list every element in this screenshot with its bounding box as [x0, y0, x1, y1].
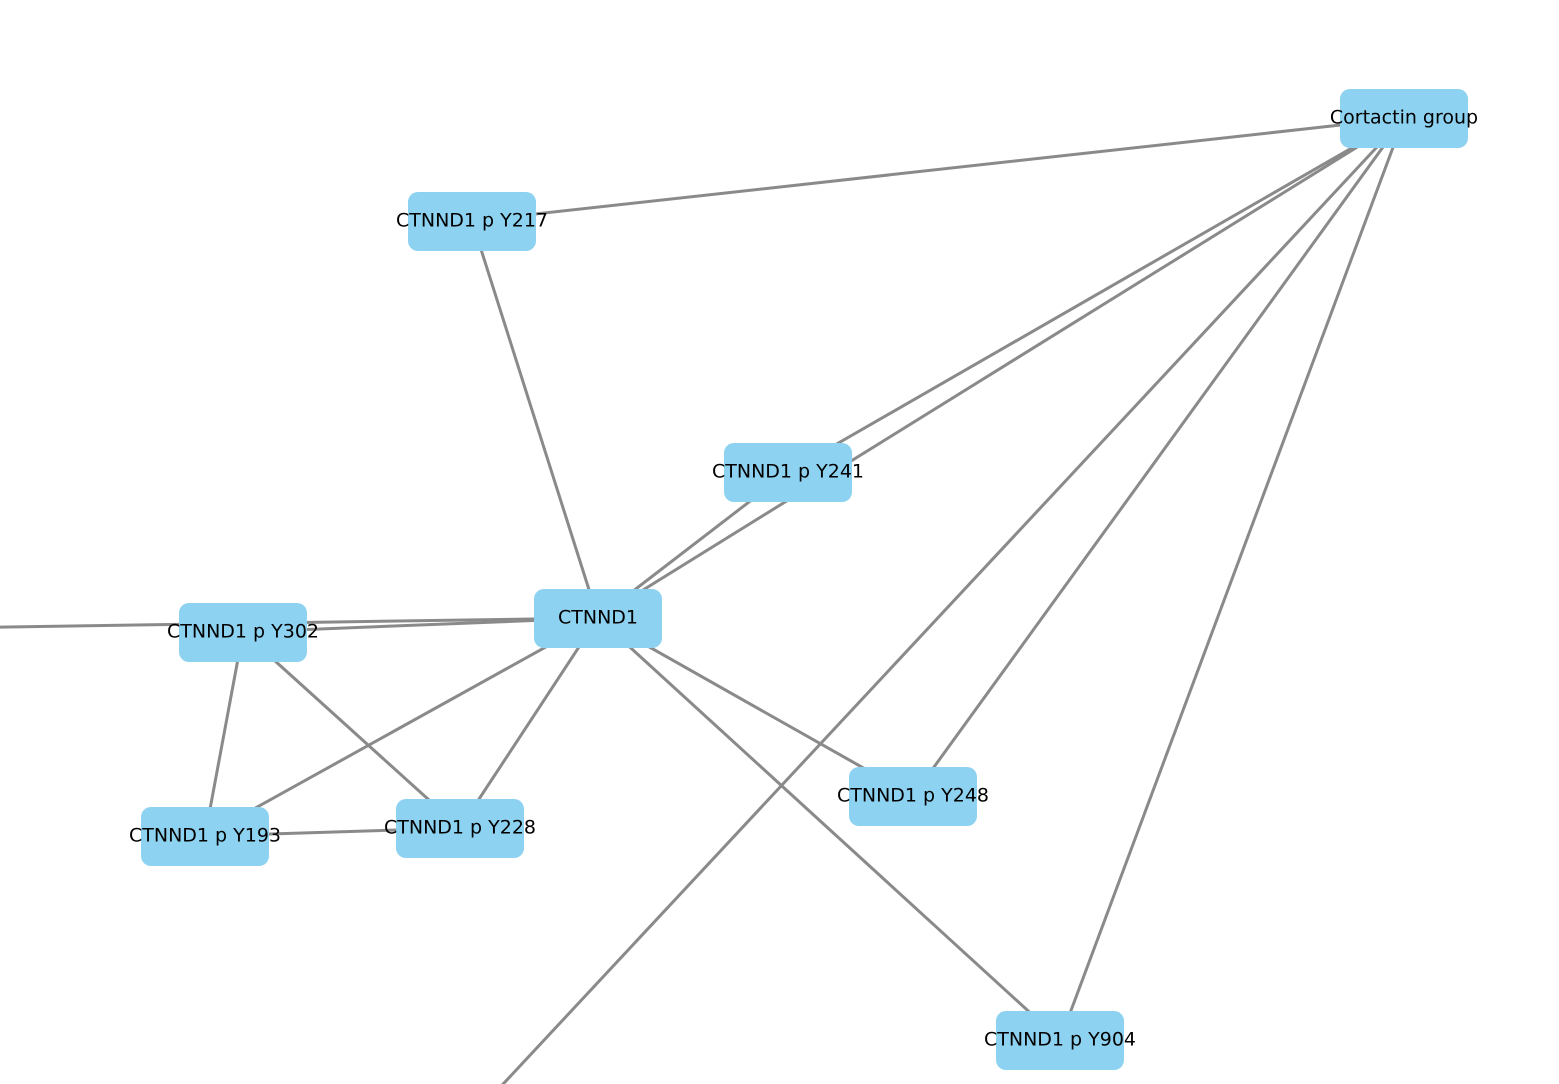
node-label: CTNND1 p Y228 [383, 816, 537, 839]
edge-cortactin-group--ctnnd1-p-y241[interactable] [787, 116, 1405, 474]
edge-ctnnd1-p-y302--ctnnd1-p-y228[interactable] [241, 630, 462, 830]
node-label: CTNND1 p Y217 [395, 209, 549, 232]
node-label: CTNND1 p Y193 [128, 824, 282, 847]
edge-ctnnd1--ctnnd1-p-y228[interactable] [458, 617, 600, 829]
node-ctnnd1-p-y302[interactable]: CTNND1 p Y302 [167, 602, 319, 662]
edge-cortactin-group--offscreen-bottom[interactable] [395, 116, 1406, 1084]
node-ctnnd1-p-y248[interactable]: CTNND1 p Y248 [837, 766, 989, 826]
edge-cortactin-group--ctnnd1-p-y904[interactable] [1058, 117, 1406, 1041]
edge-ctnnd1--ctnnd1-p-y248[interactable] [597, 616, 914, 798]
node-ctnnd1-p-y217[interactable]: CTNND1 p Y217 [396, 191, 548, 251]
node-label: CTNND1 p Y904 [983, 1028, 1137, 1051]
edge-cortactin-group--ctnnd1-p-y217[interactable] [471, 116, 1405, 223]
edge-ctnnd1-p-y217--ctnnd1[interactable] [470, 220, 600, 619]
node-label: CTNND1 p Y248 [836, 784, 990, 807]
node-ctnnd1-p-y193[interactable]: CTNND1 p Y193 [129, 806, 281, 866]
edge-ctnnd1--ctnnd1-p-y193[interactable] [204, 616, 599, 838]
node-ctnnd1-p-y904[interactable]: CTNND1 p Y904 [984, 1010, 1136, 1070]
edge-ctnnd1-p-y302--ctnnd1-p-y193[interactable] [203, 631, 245, 837]
node-label: CTNND1 [557, 606, 639, 629]
node-label: CTNND1 p Y302 [166, 620, 320, 643]
node-ctnnd1-p-y228[interactable]: CTNND1 p Y228 [384, 798, 536, 858]
node-ctnnd1-p-y241[interactable]: CTNND1 p Y241 [712, 442, 864, 502]
node-cortactin-group[interactable]: Cortactin group [1330, 88, 1478, 148]
edge-cortactin-group--ctnnd1-p-y248[interactable] [911, 117, 1406, 797]
edge-cortactin-group--ctnnd1[interactable] [597, 116, 1405, 620]
node-ctnnd1[interactable]: CTNND1 [534, 588, 662, 648]
edge-ctnnd1--ctnnd1-p-y904[interactable] [596, 616, 1062, 1042]
node-label: CTNND1 p Y241 [711, 460, 865, 483]
node-label: Cortactin group [1329, 106, 1479, 129]
